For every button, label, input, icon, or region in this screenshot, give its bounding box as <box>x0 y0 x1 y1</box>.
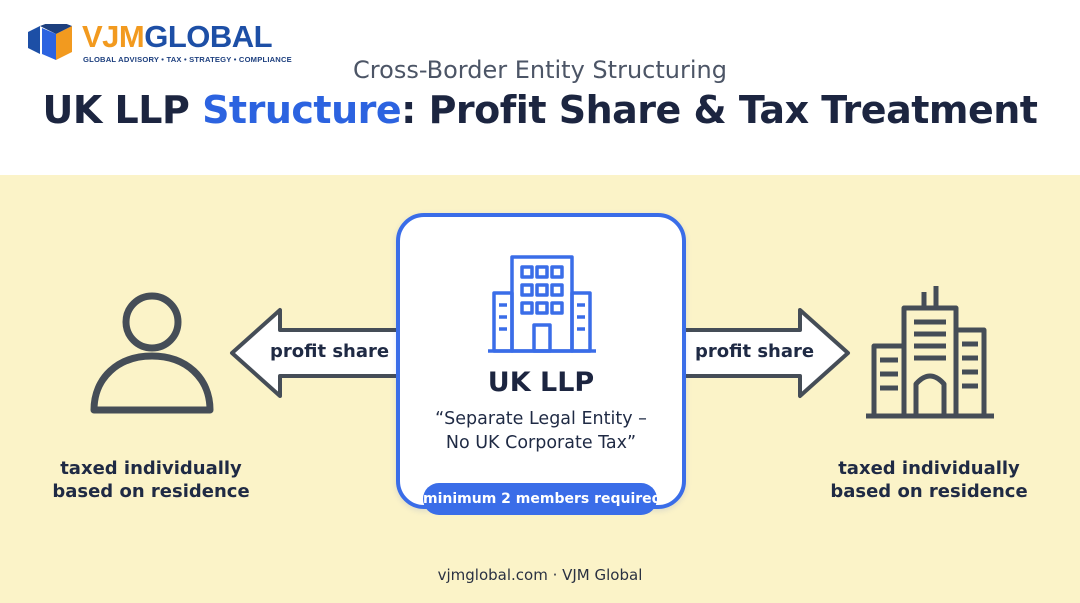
minimum-members-badge: minimum 2 members required <box>423 483 662 515</box>
uk-llp-card: UK LLP “Separate Legal Entity – No UK Co… <box>396 213 686 509</box>
left-arrow-label: profit share <box>270 341 390 362</box>
right-profit-share-arrow <box>680 308 850 398</box>
logo-mark-icon <box>28 24 72 60</box>
person-icon <box>90 292 214 414</box>
logo-tagline: GLOBAL ADVISORY • TAX • STRATEGY • COMPL… <box>83 55 292 64</box>
right-arrow-label: profit share <box>695 341 815 362</box>
subtitle: Cross-Border Entity Structuring <box>353 56 727 84</box>
left-tax-note: taxed individually based on residence <box>52 458 250 502</box>
card-description: “Separate Legal Entity – No UK Corporate… <box>435 409 647 453</box>
vjm-global-logo[interactable]: VJMGLOBAL GLOBAL ADVISORY • TAX • STRATE… <box>26 19 326 70</box>
logo-wordmark: VJMGLOBAL <box>82 19 273 54</box>
corporate-buildings-icon <box>866 286 994 419</box>
header: VJMGLOBAL GLOBAL ADVISORY • TAX • STRATE… <box>0 0 1080 175</box>
right-tax-note: taxed individually based on residence <box>830 458 1028 502</box>
footer-credit: vjmglobal.com · VJM Global <box>437 566 643 584</box>
card-title: UK LLP <box>487 367 595 398</box>
page-title: UK LLP Structure: Profit Share & Tax Tre… <box>42 88 1038 132</box>
office-building-icon <box>488 255 596 353</box>
